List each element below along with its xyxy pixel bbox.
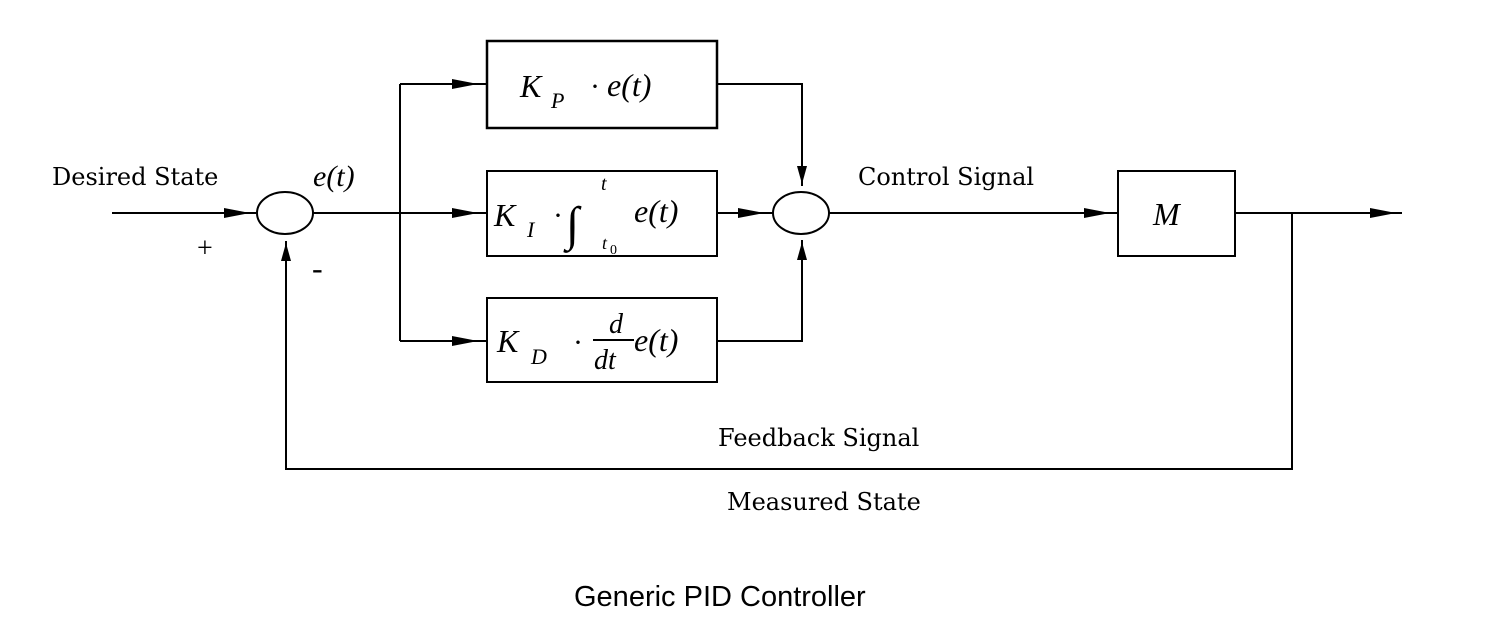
feedback-arrowhead [281, 243, 291, 261]
minus-sign: - [312, 250, 323, 286]
d-gain: K [496, 323, 520, 359]
i-expression: e(t) [634, 193, 678, 229]
control-arrowhead [1084, 208, 1110, 218]
p-gain: K [519, 68, 543, 104]
i-gain: K [493, 197, 517, 233]
p-dot: · [590, 70, 600, 103]
plus-sign: + [197, 233, 213, 264]
i-gain-subscript: I [526, 217, 536, 242]
integral-block [486, 170, 718, 257]
d-output-wire [718, 240, 803, 342]
d-dot: · [573, 326, 583, 359]
p-expression: e(t) [607, 67, 651, 103]
p-out-arrowhead [797, 166, 807, 184]
derivative-denominator: dt [594, 345, 617, 376]
feedback-signal-label: Feedback Signal [718, 424, 919, 452]
plant-block [1117, 170, 1236, 257]
proportional-block [485, 39, 719, 130]
input-arrowhead [224, 208, 250, 218]
derivative-numerator: d [609, 309, 624, 340]
p-gain-subscript: P [550, 88, 564, 113]
feedback-wire [285, 213, 1293, 470]
d-gain-subscript: D [530, 344, 547, 369]
diagram-caption: Generic PID Controller [574, 581, 866, 613]
p-arrowhead [452, 79, 478, 89]
control-signal-label: Control Signal [858, 163, 1034, 191]
desired-state-label: Desired State [52, 163, 218, 191]
integral-lower-limit: t [602, 233, 608, 253]
integral-upper-limit: t [601, 173, 607, 195]
measured-state-label: Measured State [727, 488, 921, 516]
integral-lower-limit-subscript: 0 [610, 243, 617, 258]
output-arrowhead [1370, 208, 1396, 218]
i-arrowhead [452, 208, 478, 218]
d-arrowhead [452, 336, 478, 346]
d-expression: e(t) [634, 322, 678, 358]
p-output-wire [718, 83, 803, 186]
integral-sign: ∫ [563, 198, 582, 253]
i-out-arrowhead [738, 208, 764, 218]
error-summing-junction [256, 191, 314, 235]
plant-label: M [1152, 196, 1182, 232]
i-dot: · [553, 199, 563, 232]
d-out-arrowhead [797, 242, 807, 260]
error-label: e(t) [313, 160, 355, 193]
pid-summing-junction [772, 191, 830, 235]
